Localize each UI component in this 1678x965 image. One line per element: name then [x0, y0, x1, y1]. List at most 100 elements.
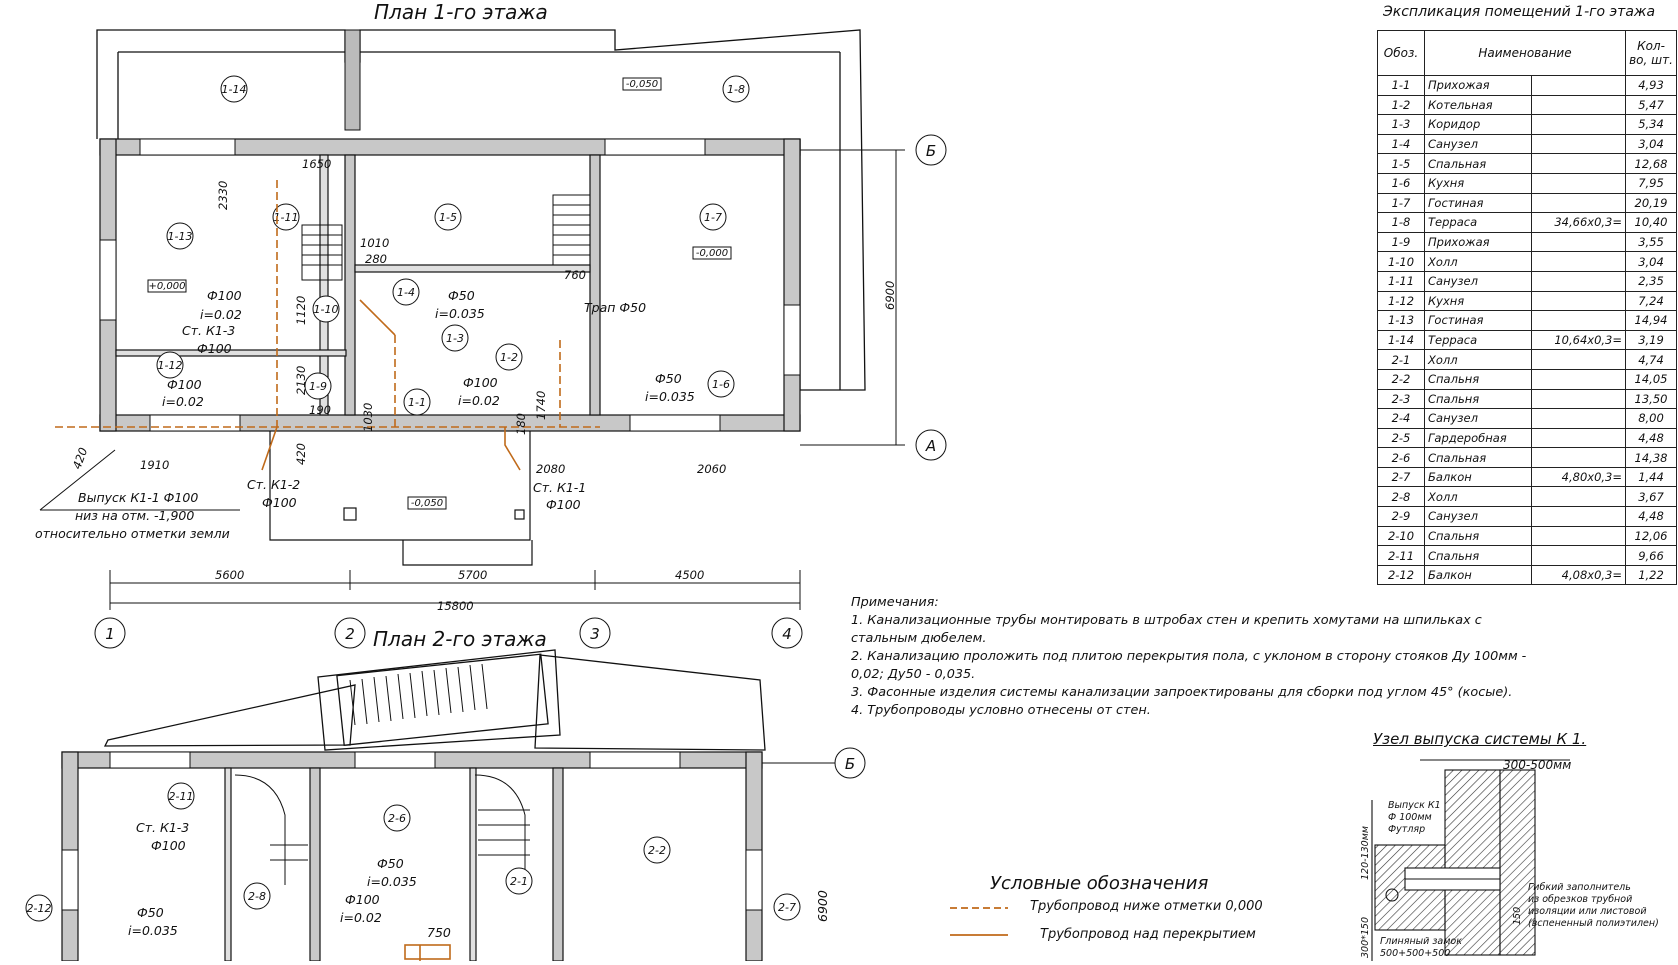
cell-calc: [1531, 545, 1626, 566]
plan2-stairs-hall: [234, 774, 530, 885]
svg-text:5600: 5600: [215, 568, 244, 582]
cell-name: Спальная: [1423, 447, 1533, 468]
cell-calc: 10,64х0,3=: [1531, 329, 1626, 351]
svg-text:1120: 1120: [294, 296, 308, 325]
cell-code: 1-11: [1377, 270, 1425, 292]
svg-text:Ф100: Ф100: [546, 497, 581, 512]
plan2-title: План 2-го этажа: [373, 627, 547, 651]
svg-text:i=0.035: i=0.035: [128, 923, 178, 938]
plan2-labels: Ст. К1-3 Ф100 Ф50 i=0.035 Ф50 i=0.035 Ф1…: [128, 820, 830, 940]
svg-text:А: А: [925, 437, 936, 455]
room-marker: 1-2: [495, 343, 523, 371]
cell-code: 2-10: [1377, 525, 1425, 547]
cell-calc: [1531, 506, 1626, 527]
cell-qty: 2,35: [1625, 270, 1677, 292]
legend-item-below: Трубопровод ниже отметки 0,000: [1030, 899, 1263, 914]
table-header-row: Обоз. Наименование Кол-во, шт.: [1377, 30, 1677, 76]
svg-text:420: 420: [70, 446, 91, 471]
cell-code: 2-6: [1377, 447, 1425, 468]
svg-text:Ф 100мм: Ф 100мм: [1388, 812, 1432, 823]
cell-calc: [1531, 290, 1626, 312]
room-marker: 1-7: [699, 203, 727, 231]
svg-text:Футляр: Футляр: [1388, 824, 1425, 835]
cell-code: 2-11: [1377, 545, 1425, 566]
svg-text:Ф100: Ф100: [345, 892, 380, 907]
svg-text:1650: 1650: [302, 157, 331, 171]
cell-name: Холл: [1423, 486, 1533, 508]
svg-text:2: 2: [345, 625, 355, 643]
cell-code: 1-3: [1377, 114, 1425, 135]
notes-block: Примечания: 1. Канализационные трубы мон…: [851, 594, 1551, 720]
svg-text:760: 760: [564, 268, 586, 282]
cell-calc: [1531, 172, 1626, 194]
svg-text:1-12: 1-12: [158, 359, 183, 372]
cell-name: Санузел: [1423, 133, 1533, 155]
cell-code: 1-10: [1377, 251, 1425, 272]
note-item: 2. Канализацию проложить под плитою пере…: [851, 649, 1527, 682]
cell-name: Котельная: [1423, 94, 1533, 116]
svg-text:3: 3: [590, 625, 600, 643]
svg-text:i=0.02: i=0.02: [162, 394, 204, 409]
cell-name: Балкон: [1423, 466, 1533, 488]
svg-text:Глиняный замок: Глиняный замок: [1380, 936, 1462, 947]
svg-text:Ф100: Ф100: [167, 377, 202, 392]
cell-calc: [1531, 231, 1626, 253]
room-marker: 1-6: [707, 370, 735, 398]
svg-text:Ф50: Ф50: [377, 856, 404, 871]
room-marker: 2-11: [167, 782, 195, 810]
svg-text:1-1: 1-1: [408, 396, 426, 409]
cell-name: Спальня: [1423, 525, 1533, 547]
svg-text:2-2: 2-2: [648, 844, 666, 857]
plan1-title: План 1-го этажа: [374, 0, 548, 24]
explication-caption: Экспликация помещений 1-го этажа: [1383, 4, 1656, 20]
svg-text:1-9: 1-9: [309, 380, 327, 393]
outlet-node-labels: 300-500мм Выпуск К1 Ф 100мм Футляр Гибки…: [1360, 758, 1659, 959]
svg-text:Ф100: Ф100: [262, 495, 297, 510]
room-marker: 1-10: [312, 295, 340, 323]
svg-text:1-14: 1-14: [222, 83, 247, 96]
cell-calc: [1531, 447, 1626, 468]
terrace-column: [344, 29, 361, 131]
cell-name: Санузел: [1423, 506, 1533, 527]
cell-name: Терраса: [1423, 212, 1533, 233]
svg-text:i=0.035: i=0.035: [645, 389, 695, 404]
svg-text:2-1: 2-1: [510, 875, 528, 888]
cell-calc: [1531, 525, 1626, 547]
svg-text:2080: 2080: [536, 462, 565, 476]
outlet-node-detail: [1371, 759, 1570, 961]
svg-text:из обрезков трубной: из обрезков трубной: [1528, 894, 1632, 905]
room-marker: 1-1: [403, 388, 431, 416]
cell-code: 1-13: [1377, 310, 1425, 331]
cell-code: 1-9: [1377, 231, 1425, 253]
cell-code: 2-3: [1377, 388, 1425, 410]
cell-code: 1-4: [1377, 133, 1425, 155]
room-marker: 1-14: [220, 75, 248, 103]
svg-text:Ст. К1-3: Ст. К1-3: [136, 820, 189, 835]
svg-text:низ на отм. -1,900: низ на отм. -1,900: [75, 508, 194, 523]
svg-text:1-3: 1-3: [446, 332, 464, 345]
cell-qty: 4,74: [1625, 349, 1677, 370]
cell-qty: 3,67: [1625, 486, 1677, 508]
cell-code: 2-8: [1377, 486, 1425, 508]
plan2-room-markers: 2-11 2-6 2-2 2-1 2-8 2-12 2-7: [25, 782, 801, 922]
cell-calc: [1531, 153, 1626, 174]
cell-name: Гардеробная: [1423, 427, 1533, 449]
cell-code: 1-5: [1377, 153, 1425, 174]
svg-text:1-6: 1-6: [712, 378, 730, 391]
cell-code: 2-4: [1377, 408, 1425, 429]
cell-calc: [1531, 75, 1626, 96]
cell-code: 1-2: [1377, 94, 1425, 116]
svg-text:180: 180: [514, 413, 528, 435]
axis-markers: Б А 1 2 3 4: [94, 134, 947, 649]
svg-text:Ф100: Ф100: [207, 288, 242, 303]
